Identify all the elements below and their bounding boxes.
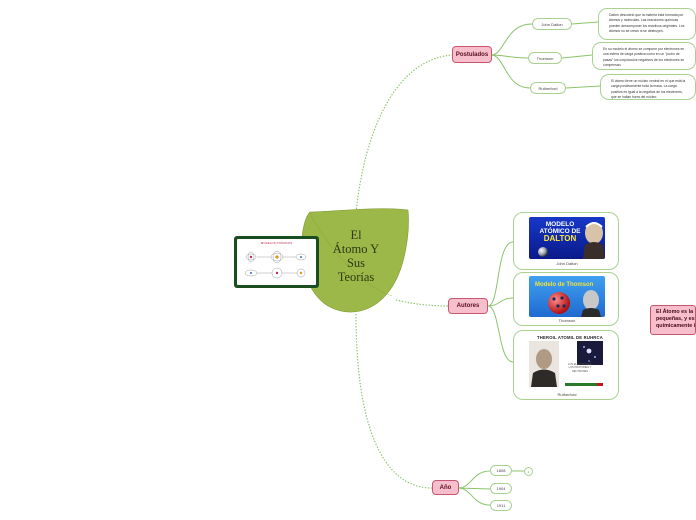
atom-definition-line1: El Átomo es la partícula más: [656, 309, 695, 315]
note-thomson[interactable]: En su modelo el átomo se compone por ele…: [592, 42, 696, 70]
year-1904[interactable]: 1904: [490, 483, 512, 494]
year-1904-label: 1904: [496, 486, 506, 491]
dalton-portrait: [538, 222, 605, 259]
note-rutherford[interactable]: El átomo tiene un núcleo central en el q…: [600, 74, 696, 100]
topic-postulados[interactable]: Postulados: [452, 46, 492, 63]
note-dalton[interactable]: Dalton descubrió que la materia está for…: [598, 8, 696, 40]
dalton-image-line1: MODELO: [545, 221, 575, 228]
author-rutherford-label: Rutherford: [557, 392, 577, 397]
central-line-4: Teorías: [337, 270, 375, 284]
note-thomson-text: En su modelo el átomo se compone por ele…: [603, 47, 685, 68]
connector-ano-1904: [457, 487, 491, 490]
year-1808-label: 1808: [496, 468, 506, 473]
connector-autores-rutherford: [487, 305, 514, 363]
thomson-pudding-drawing: [548, 290, 601, 317]
author-card-rutherford[interactable]: THEROIL ATOMIL DE RUHRCA LOS ELECTRONES,…: [513, 330, 619, 400]
atom-definition-line3: químicamente indivisible: [656, 323, 696, 329]
rutherford-image-title: THEROIL ATOMIL DE RUHRCA: [537, 335, 603, 340]
author-card-dalton[interactable]: MODELO ATÓMICO DE DALTON John Dalton: [513, 212, 619, 270]
rutherford-model-image: THEROIL ATOMIL DE RUHRCA LOS ELECTRONES,…: [529, 333, 605, 389]
rutherford-portrait: [529, 341, 603, 387]
year-1911-label: 1911: [496, 503, 506, 508]
connector-ano-1911: [457, 487, 491, 506]
connector-postulados: [355, 54, 453, 213]
year-1808-badge-label: 1: [527, 469, 530, 474]
author-dalton-label: John Dalton: [556, 261, 578, 266]
topic-ano[interactable]: Año: [432, 480, 459, 495]
note-dalton-text: Dalton descubrió que la materia está for…: [609, 13, 685, 34]
postulado-thomson[interactable]: Thomson: [528, 52, 562, 64]
note-rutherford-text: El átomo tiene un núcleo central en el q…: [611, 79, 686, 100]
connector-postulados-dalton: [490, 23, 533, 56]
models-thumbnail-image: MODELOS ATÓMICOS: [237, 239, 316, 285]
topic-ano-label: Año: [439, 484, 452, 491]
dalton-image-text: MODELO ATÓMICO DE DALTON: [535, 221, 585, 243]
author-card-thomson[interactable]: Modelo de Thomson Thomson: [513, 272, 619, 326]
atom-definition-line2: pequeñas, y es la unidad: [656, 316, 695, 322]
central-line-3: Sus: [346, 256, 366, 270]
connector-dalton-note: [571, 21, 599, 25]
central-line-2: Átomo Y: [332, 242, 380, 256]
rutherford-image-caption: LOS ELECTRONES, LOS PROTONES Y NEUTRONES: [567, 363, 593, 373]
postulado-dalton[interactable]: John Dalton: [532, 18, 572, 30]
connector-autores-dalton: [487, 241, 514, 307]
dalton-image-line3: DALTON: [543, 234, 577, 243]
connector-rutherford-note: [565, 85, 601, 89]
central-line-1: El: [350, 228, 362, 242]
topic-postulados-label: Postulados: [455, 51, 489, 58]
dalton-image-line2: ATÓMICO DE: [539, 228, 581, 235]
dalton-model-image: MODELO ATÓMICO DE DALTON: [529, 217, 605, 259]
thomson-model-image: Modelo de Thomson: [529, 276, 605, 317]
postulado-rutherford-label: Rutherford: [538, 85, 558, 91]
connector-ano: [355, 313, 433, 489]
year-1911[interactable]: 1911: [490, 500, 512, 511]
atom-definition-note[interactable]: El Átomo es la partícula más pequeñas, y…: [650, 305, 696, 335]
topic-autores-label: Autores: [456, 303, 480, 309]
connector-postulados-rutherford: [490, 54, 531, 89]
year-1808[interactable]: 1808: [490, 465, 512, 476]
postulado-dalton-label: John Dalton: [541, 21, 563, 27]
connector-autores-thomson: [487, 297, 514, 307]
thumbnail-title: MODELOS ATÓMICOS: [260, 241, 293, 245]
models-thumbnail[interactable]: MODELOS ATÓMICOS: [234, 236, 319, 288]
central-topic[interactable]: El Átomo Y Sus Teorías: [318, 228, 394, 284]
author-thomson-label: Thomson: [558, 318, 576, 323]
connector-thomson-note: [561, 54, 593, 59]
postulado-rutherford[interactable]: Rutherford: [530, 82, 566, 94]
year-1808-badge[interactable]: 1: [524, 467, 533, 476]
postulado-thomson-label: Thomson: [536, 55, 554, 61]
connector-autores: [395, 299, 449, 307]
atom-models-drawing: [244, 250, 307, 279]
topic-autores[interactable]: Autores: [448, 298, 488, 314]
connector-ano-1808: [457, 470, 491, 489]
connector-postulados-thomson: [490, 54, 529, 59]
thomson-image-text: Modelo de Thomson: [535, 282, 594, 288]
